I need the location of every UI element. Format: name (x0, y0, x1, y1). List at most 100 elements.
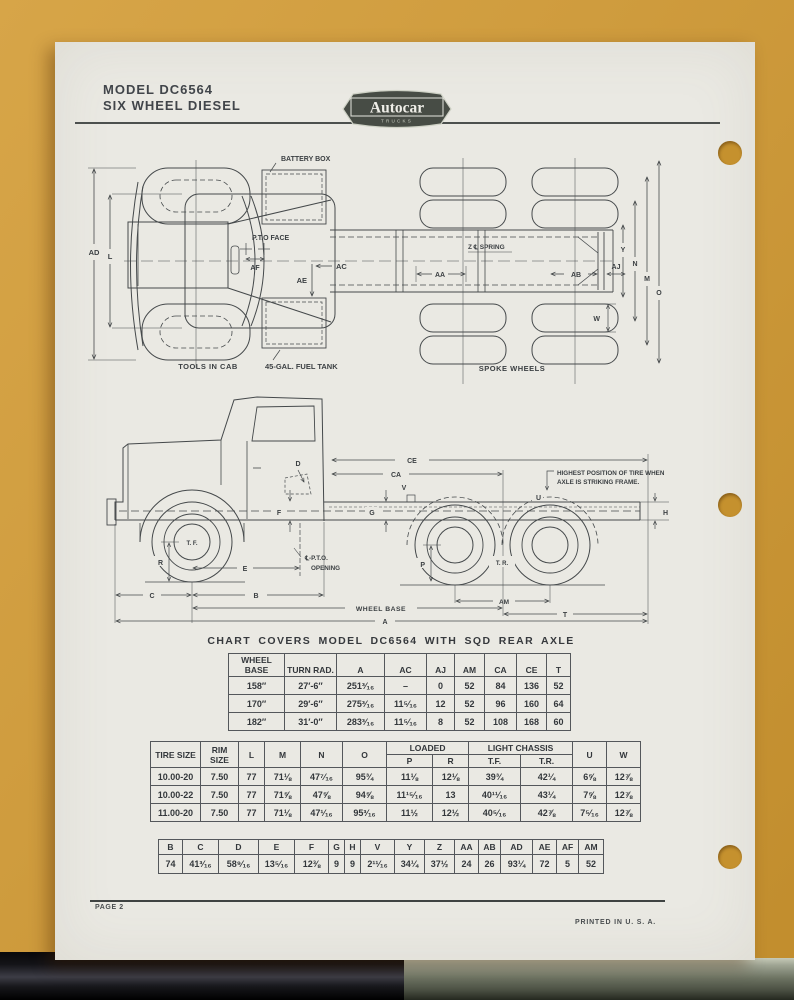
table-row: 182″ 31′-0″ 283³⁄₁₆ 11⁵⁄₁₆ 8 52 108 168 … (228, 712, 571, 731)
table-cell: 84 (484, 676, 517, 695)
col-header: CE (516, 653, 547, 677)
pto-face-label: P.T.O FACE (252, 235, 290, 242)
table-cell: 52 (578, 854, 604, 874)
tire-note-line2: AXLE IS STRIKING FRAME. (557, 479, 639, 486)
table-cell: 24 (454, 854, 479, 874)
u-label-bg (532, 491, 543, 501)
g-label-bg (365, 507, 379, 517)
table-cell: 71⅛ (264, 767, 301, 786)
col-header: F (294, 839, 329, 855)
table-cell: 275³⁄₁₆ (336, 694, 385, 713)
axle-table-header: WHEEL BASE TURN RAD. A AC AJ AM CA CE T (228, 653, 571, 677)
table-cell: 42⅞ (520, 803, 574, 822)
table-cell: 182″ (228, 712, 285, 731)
table-cell: 64 (546, 694, 571, 713)
col-subheader: T.F. (468, 754, 522, 768)
fuel-tank-outline (261, 297, 327, 361)
table-cell: 34¼ (394, 854, 425, 874)
g-dim-label: G (369, 510, 375, 517)
col-header: D (218, 839, 259, 855)
col-header: AC (384, 653, 427, 677)
table-cell: 13 (431, 785, 470, 804)
r-dim-label: R (158, 560, 163, 567)
m-dim-label: M (644, 276, 650, 283)
table-cell: 11.00-20 (150, 803, 201, 822)
table-cell: 47¹⁄₁₆ (300, 803, 343, 822)
ab-dim-label: AB (571, 272, 581, 279)
h-dim-label: H (663, 510, 668, 517)
table-cell: 12⅜ (294, 854, 329, 874)
col-header: E (258, 839, 295, 855)
table-cell: 168 (516, 712, 547, 731)
footer-rule (90, 900, 665, 902)
spoke-wheels-label: SPOKE WHEELS (479, 364, 545, 373)
table-cell: 40⁵⁄₁₆ (468, 803, 522, 822)
col-subheader: R (431, 754, 470, 768)
front-tire-radius-label: T. F. (186, 541, 197, 547)
table-cell: 7⅝ (572, 785, 608, 804)
table-cell: 71⅛ (264, 803, 301, 822)
tools-in-cab-label: TOOLS IN CAB (178, 362, 238, 371)
side-view-wheels (151, 496, 599, 586)
table-cell: 39¾ (468, 767, 522, 786)
table-cell: 93¼ (500, 854, 533, 874)
table-row: 158″ 27′-6″ 251³⁄₁₆ – 0 52 84 136 52 (228, 676, 571, 695)
table-cell: 6⅝ (572, 767, 608, 786)
table-cell: 12⅞ (606, 803, 642, 822)
table-cell: 251³⁄₁₆ (336, 676, 385, 695)
o-dim-label: O (656, 290, 662, 297)
wheel-base-label: WHEEL BASE (356, 606, 406, 613)
table-cell: 11½ (386, 803, 433, 822)
y-dim-label: Y (621, 247, 626, 254)
letter-dimensions-table: B C D E F G H V Y Z AA AB AD AE AF AM 74… (158, 839, 604, 874)
col-group-header: LOADED (385, 741, 470, 755)
table-cell: 11⁵⁄₁₆ (384, 694, 427, 713)
table-cell: 9 (344, 854, 361, 874)
col-subheader: P (386, 754, 433, 768)
table-cell: 11¹⁵⁄₁₆ (386, 785, 433, 804)
d-dim-label: D (295, 461, 300, 468)
t-dim-label: T (563, 612, 568, 619)
autocar-logo: Autocar TRUCKS (342, 89, 452, 129)
ac-dim-label: AC (336, 262, 347, 271)
table-cell: 31′-0″ (284, 712, 337, 731)
table-cell: 77 (238, 767, 265, 786)
page-number: PAGE 2 (95, 904, 124, 911)
table-cell: 27′-6″ (284, 676, 337, 695)
table-cell: 26 (478, 854, 501, 874)
pto-opening-line1: ℄-P.T.O. (304, 555, 328, 562)
battery-box-outline (261, 162, 327, 225)
printed-in-usa: PRINTED IN U. S. A. (575, 919, 657, 926)
col-header: AM (454, 653, 485, 677)
col-header: TIRE SIZE (150, 741, 201, 768)
col-header: O (342, 741, 387, 768)
a-dim-label: A (382, 619, 387, 626)
punch-hole-bottom (718, 845, 742, 869)
table-cell: 136 (516, 676, 547, 695)
col-subheader: T.R. (520, 754, 574, 768)
table-cell: 43¼ (520, 785, 574, 804)
table-cell: 12 (426, 694, 455, 713)
col-header: H (344, 839, 361, 855)
f-dim-label: F (277, 510, 282, 517)
table-cell: 9 (328, 854, 345, 874)
pto-opening-line2: OPENING (311, 565, 340, 572)
table-cell: 10.00-20 (150, 767, 201, 786)
table-row: 11.00-20 7.50 77 71⅛ 47¹⁄₁₆ 95³⁄₁₆ 11½ 1… (150, 803, 642, 822)
axle-chart-table: WHEEL BASE TURN RAD. A AC AJ AM CA CE T … (228, 653, 571, 731)
dims-table-header: B C D E F G H V Y Z AA AB AD AE AF AM (158, 839, 604, 855)
c-dim-label: C (149, 593, 154, 600)
col-header: CA (484, 653, 517, 677)
table-cell: 71⅝ (264, 785, 301, 804)
col-header: Z (424, 839, 455, 855)
table-cell: 12½ (431, 803, 470, 822)
table-cell: 10.00-22 (150, 785, 201, 804)
table-cell: 40¹¹⁄₁₆ (468, 785, 522, 804)
table-cell: 7⁵⁄₁₆ (572, 803, 608, 822)
aj-dim-label: AJ (612, 264, 621, 271)
table-cell: 8 (426, 712, 455, 731)
table-cell: 7.50 (200, 785, 239, 804)
aa-dim-label: AA (435, 272, 445, 279)
